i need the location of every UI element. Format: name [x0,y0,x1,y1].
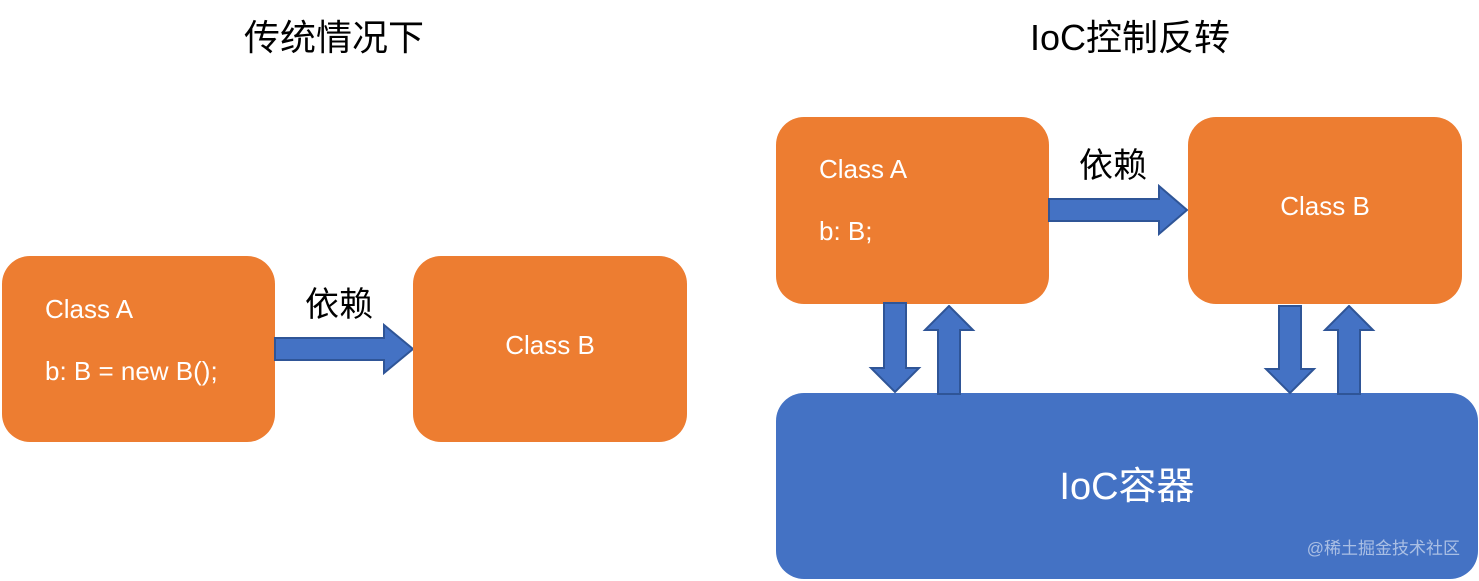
left-class-a-box: Class A b: B = new B(); [2,256,275,442]
right-dependency-label: 依赖 [1079,147,1147,185]
left-class-a-name: Class A [45,294,134,324]
left-class-b-box: Class B [413,256,687,442]
class-b-up-arrow [1322,305,1376,395]
ioc-title: IoC控制反转 [1030,17,1231,58]
right-class-a-name: Class A [819,154,908,184]
class-a-up-arrow [922,305,976,395]
ioc-container-box: IoC容器 @稀土掘金技术社区 [776,393,1478,579]
right-class-b-name: Class B [1280,191,1370,221]
ioc-container-label: IoC容器 [1059,466,1195,508]
right-class-a-field: b: B; [819,216,873,246]
left-dependency-arrow [274,322,415,376]
class-a-down-arrow [868,302,922,394]
left-dependency-label: 依赖 [305,286,373,324]
left-class-a-field: b: B = new B(); [45,356,218,386]
traditional-title: 传统情况下 [244,17,425,58]
right-dependency-arrow [1048,184,1189,237]
class-b-down-arrow [1263,305,1317,395]
watermark-text: @稀土掘金技术社区 [1306,539,1460,558]
right-class-a-box: Class A b: B; [776,117,1049,304]
right-class-b-box: Class B [1188,117,1462,304]
left-class-b-name: Class B [505,330,595,360]
